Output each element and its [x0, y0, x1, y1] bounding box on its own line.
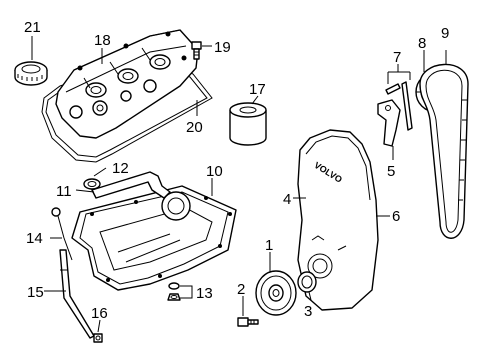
- callout-1: 1: [265, 237, 273, 254]
- timing-cover: VOLVO: [297, 129, 379, 311]
- callout-7: 7: [393, 49, 401, 66]
- crank-pulley: [255, 270, 297, 316]
- callout-5: 5: [387, 163, 395, 180]
- timing-belt: [419, 63, 469, 239]
- callout-9: 9: [441, 25, 449, 42]
- callout-17: 17: [249, 81, 266, 98]
- callout-8: 8: [418, 35, 426, 52]
- callout-18: 18: [94, 32, 111, 49]
- oil-filter: [229, 102, 267, 146]
- drain-plug: [167, 282, 181, 301]
- callout-4: 4: [283, 191, 291, 208]
- dipstick: [51, 207, 73, 261]
- tensioner-bracket: [377, 99, 401, 147]
- callout-15: 15: [27, 284, 44, 301]
- oil-filler-cap: [14, 61, 48, 86]
- leader-11: [75, 189, 95, 193]
- callout-19: 19: [214, 39, 231, 56]
- tensioner-pins: [385, 81, 413, 131]
- crank-seal: [297, 271, 317, 293]
- callout-11: 11: [56, 183, 72, 200]
- callout-13: 13: [196, 285, 213, 302]
- dipstick-clip: [93, 333, 103, 343]
- leader-13: [180, 285, 193, 299]
- callout-14: 14: [26, 230, 43, 247]
- leader-12: [93, 167, 107, 177]
- callout-2: 2: [237, 281, 245, 298]
- cover-bolt: [191, 41, 202, 60]
- leader-7: [387, 64, 411, 84]
- oil-pan: [71, 185, 237, 291]
- callout-20: 20: [186, 119, 203, 136]
- callout-21: 21: [24, 19, 41, 36]
- dipstick-tube: [59, 249, 95, 339]
- oil-pickup-tube: [83, 171, 171, 199]
- valve-cover: [55, 29, 199, 139]
- callout-3: 3: [304, 303, 312, 320]
- crank-bolt: [237, 317, 259, 327]
- callout-6: 6: [392, 208, 400, 225]
- callout-16: 16: [91, 305, 108, 322]
- leader-16: [97, 319, 101, 333]
- callout-12: 12: [112, 160, 129, 177]
- leader-17: [251, 95, 259, 105]
- leader-3: [308, 291, 312, 301]
- callout-10: 10: [206, 163, 223, 180]
